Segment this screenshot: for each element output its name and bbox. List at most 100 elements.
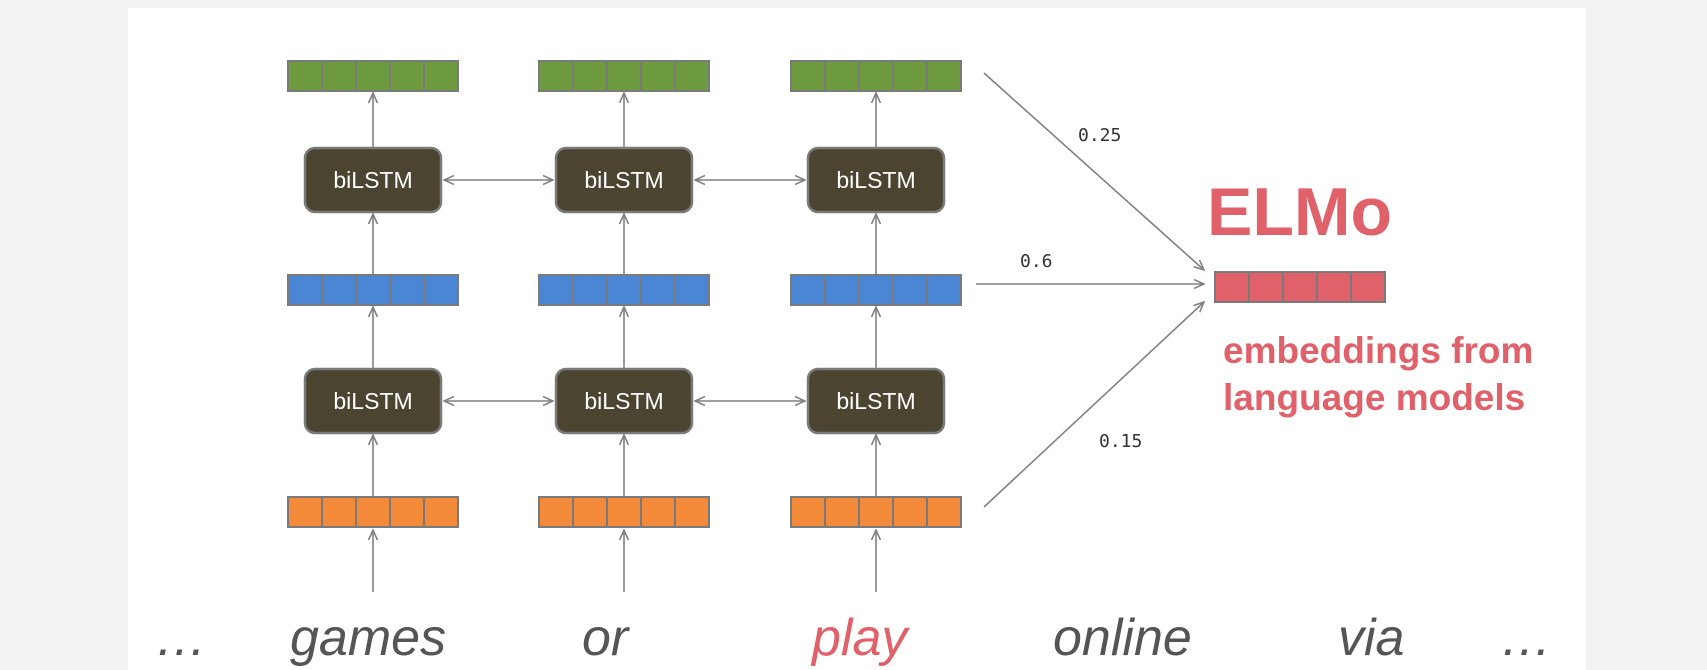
word-games: games xyxy=(290,609,446,667)
weight-label-middle: 0.6 xyxy=(1020,251,1053,272)
bilstm-lower-or: biLSTM xyxy=(554,367,694,435)
bilstm-upper-games: biLSTM xyxy=(303,146,443,214)
vector-cell xyxy=(926,274,962,306)
vector-cell xyxy=(355,60,391,92)
bilstm-upper-or: biLSTM xyxy=(554,146,694,214)
vector-cell xyxy=(1316,271,1352,303)
vector-cell xyxy=(287,274,323,306)
vector-cell xyxy=(423,60,459,92)
vector-cell xyxy=(824,274,860,306)
vector-cell xyxy=(640,496,676,528)
vector-cell xyxy=(538,60,574,92)
vector-cell xyxy=(1214,271,1250,303)
vector-cell xyxy=(389,496,425,528)
vector-cell xyxy=(423,496,459,528)
vector-cell xyxy=(572,274,608,306)
sentence: … games or play online via … xyxy=(155,609,1552,667)
vector-cell xyxy=(926,60,962,92)
bilstm-upper-play: biLSTM xyxy=(806,146,946,214)
input-vector-play xyxy=(790,496,962,528)
vector-cell xyxy=(606,274,642,306)
vector-cell xyxy=(858,60,894,92)
hidden-vector-play xyxy=(790,274,962,306)
vector-cell xyxy=(892,496,928,528)
word-ellipsis-end: … xyxy=(1500,609,1552,667)
vector-cell xyxy=(1248,271,1284,303)
elmo-subtitle-line1: embeddings from xyxy=(1223,330,1533,371)
vector-cell xyxy=(321,496,357,528)
bilstm-lower-games: biLSTM xyxy=(303,367,443,435)
weight-label-bottom: 0.15 xyxy=(1099,431,1142,452)
vector-cell xyxy=(824,60,860,92)
word-or: or xyxy=(582,609,631,667)
weight-label-top: 0.25 xyxy=(1078,125,1121,146)
elmo-title: ELMo xyxy=(1207,174,1392,250)
input-vector-or xyxy=(538,496,710,528)
weighted-arrow-top xyxy=(983,72,1204,270)
bilstm-box xyxy=(554,146,694,214)
vector-cell xyxy=(824,496,860,528)
vector-cell xyxy=(640,60,676,92)
vector-cell xyxy=(606,60,642,92)
vector-cell xyxy=(790,274,826,306)
vector-cell xyxy=(538,274,574,306)
vector-cell xyxy=(389,274,425,306)
vector-cell xyxy=(790,496,826,528)
output-vector-or xyxy=(538,60,710,92)
bilstm-label: biLSTM xyxy=(836,388,915,414)
vector-cell xyxy=(926,496,962,528)
bilstm-label: biLSTM xyxy=(584,167,663,193)
hidden-vector-games xyxy=(287,274,459,306)
vector-cell xyxy=(1282,271,1318,303)
vector-cell xyxy=(321,274,357,306)
bilstm-label: biLSTM xyxy=(584,388,663,414)
vector-cell xyxy=(538,496,574,528)
input-vector-games xyxy=(287,496,459,528)
vector-cell xyxy=(790,60,826,92)
vector-cell xyxy=(355,274,391,306)
vector-cell xyxy=(355,496,391,528)
vector-cell xyxy=(572,496,608,528)
elmo-subtitle-line2: language models xyxy=(1223,377,1525,418)
vector-cell xyxy=(287,60,323,92)
vector-cell xyxy=(1350,271,1386,303)
hidden-vector-or xyxy=(538,274,710,306)
vector-cell xyxy=(389,60,425,92)
elmo-embedding-vector xyxy=(1214,271,1386,303)
vector-cell xyxy=(423,274,459,306)
word-via: via xyxy=(1338,609,1404,667)
vector-cell xyxy=(674,274,710,306)
elmo-vector xyxy=(1214,271,1386,303)
vector-cell xyxy=(858,274,894,306)
output-vector-games xyxy=(287,60,459,92)
vector-cell xyxy=(287,496,323,528)
vector-cell xyxy=(572,60,608,92)
arrow-layer xyxy=(373,72,1204,592)
bilstm-box xyxy=(806,367,946,435)
lstm-layer: biLSTM biLSTM biLSTM biLSTM biLSTM biLSTM xyxy=(303,146,946,435)
output-vector-play xyxy=(790,60,962,92)
vector-cell xyxy=(892,274,928,306)
vector-cell xyxy=(640,274,676,306)
bilstm-box xyxy=(554,367,694,435)
bilstm-box xyxy=(303,146,443,214)
bilstm-box xyxy=(806,146,946,214)
vector-cell xyxy=(606,496,642,528)
vector-cell xyxy=(321,60,357,92)
vector-cell xyxy=(892,60,928,92)
vector-cell xyxy=(674,60,710,92)
weighted-arrow-bottom xyxy=(983,302,1204,508)
bilstm-box xyxy=(303,367,443,435)
vector-layer xyxy=(287,60,962,528)
bilstm-lower-play: biLSTM xyxy=(806,367,946,435)
vector-cell xyxy=(858,496,894,528)
word-ellipsis-start: … xyxy=(155,609,207,667)
slide-panel xyxy=(128,8,1586,670)
word-online: online xyxy=(1053,609,1192,667)
bilstm-label: biLSTM xyxy=(333,167,412,193)
bilstm-label: biLSTM xyxy=(836,167,915,193)
vector-cell xyxy=(674,496,710,528)
bilstm-label: biLSTM xyxy=(333,388,412,414)
